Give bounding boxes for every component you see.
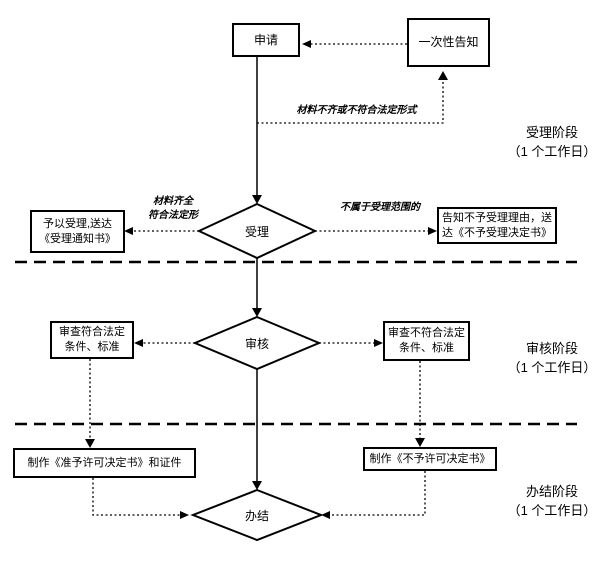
arrowhead-grant-right [124,227,133,235]
make-denial-box: 制作《不予许可决定书》 [363,447,497,471]
accept-diamond-label: 受理 [244,224,269,239]
arrowhead-denial-top [415,438,425,447]
make-license-box: 制作《准予许可决定书》和证件 [13,448,196,478]
review-pass-box: 审查符合法定条件、标准 [50,321,134,359]
apply-box: 申请 [232,23,300,57]
stage-label-acceptance: 受理阶段 （1 个工作日） [502,124,602,162]
arrowhead-done-top [252,481,262,490]
edge-incomplete-to-notice [257,80,444,124]
arrowhead-accept-top [252,195,262,204]
edge-label-incomplete: 材料不齐或不符合法定形式 [296,105,417,116]
stage-completion-name: 办结阶段 [525,484,578,499]
arrowhead-apply-right [302,40,311,48]
edge-label-not-in-scope: 不属于受理范围的 [340,202,420,213]
arrowhead-notice-bottom [438,71,448,80]
one-time-notice-box: 一次性告知 [407,18,490,67]
edge-label-complete-line2: 符合法定形 [148,209,198,221]
arrowhead-license-top [85,439,95,448]
stage-review-name: 审核阶段 [525,341,578,356]
arrowhead-done-left [180,511,189,519]
edge-denial-to-done [330,471,426,516]
review-diamond [192,315,322,371]
stage-acceptance-name: 受理阶段 [525,125,578,140]
review-fail-box: 审查不符合法定条件、标准 [383,321,470,361]
stage-label-completion: 办结阶段 （1 个工作日） [500,483,604,521]
arrowhead-pass-right [134,339,143,347]
stage-acceptance-duration: （1 个工作日） [507,143,597,159]
stage-label-review: 审核阶段 （1 个工作日） [502,340,602,378]
stage-review-duration: （1 个工作日） [507,359,597,375]
arrowhead-reject-left [428,227,437,235]
done-diamond-label: 办结 [244,508,269,523]
reject-accept-box: 告知不予受理理由，送达《不予受理决定书》 [437,207,557,244]
review-diamond-label: 审核 [244,336,269,351]
edge-license-to-done [92,478,180,516]
edge-label-complete-line1: 材料齐全 [153,196,193,207]
edge-label-complete: 材料齐全 符合法定形 [138,195,208,222]
arrowhead-fail-left [374,339,383,347]
grant-accept-box: 予以受理,送达《受理通知书》 [30,210,125,253]
stage-completion-duration: （1 个工作日） [507,502,597,518]
accept-diamond [196,202,318,260]
arrowhead-done-right [321,511,330,519]
arrowhead-review-top [252,308,262,317]
done-diamond [190,488,324,542]
